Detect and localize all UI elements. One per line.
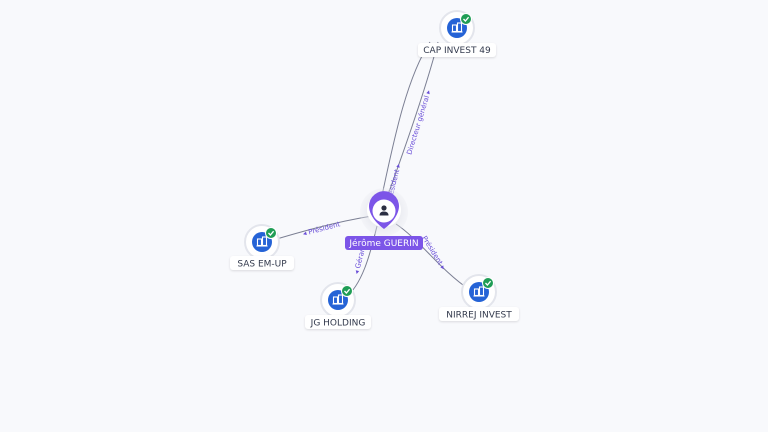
edge-line: [395, 223, 471, 291]
check-badge-icon: [482, 277, 494, 289]
edge-label: Président ▸: [420, 235, 447, 272]
building-icon: [256, 236, 268, 247]
check-badge-icon: [460, 13, 472, 25]
company-node-nirrej-invest[interactable]: NIRREJ INVEST: [439, 274, 519, 321]
edge-line: [269, 215, 373, 242]
building-icon: [451, 22, 463, 33]
node-label-box: [305, 315, 371, 329]
building-icon: [332, 294, 344, 305]
company-name: SAS EM-UP: [237, 260, 287, 270]
node-label-box: [418, 43, 496, 57]
company-name: JG HOLDING: [310, 319, 366, 329]
company-node-jg-holding[interactable]: JG HOLDING: [305, 282, 371, 329]
person-pin-inner: [372, 199, 396, 223]
company-name: NIRREJ INVEST: [446, 311, 512, 321]
edge-label: ◂ Président: [302, 220, 341, 238]
company-node-cap-invest-49[interactable]: CAP INVEST 49: [418, 10, 496, 57]
user-icon: [379, 205, 389, 216]
check-badge-icon: [265, 227, 277, 239]
company-node-sas-em-up[interactable]: SAS EM-UP: [230, 224, 294, 270]
company-name: CAP INVEST 49: [423, 46, 491, 56]
edge-label: Directeur général ▸: [405, 89, 432, 156]
person-name: Jérôme GUERIN: [348, 238, 418, 249]
check-badge-icon: [341, 285, 353, 297]
person-node-jerome-guerin[interactable]: Jérôme GUERIN: [345, 188, 423, 250]
node-label-box: [230, 256, 294, 270]
building-icon: [473, 286, 485, 297]
node-label-box: [439, 307, 519, 321]
person-label-box: [345, 236, 423, 250]
